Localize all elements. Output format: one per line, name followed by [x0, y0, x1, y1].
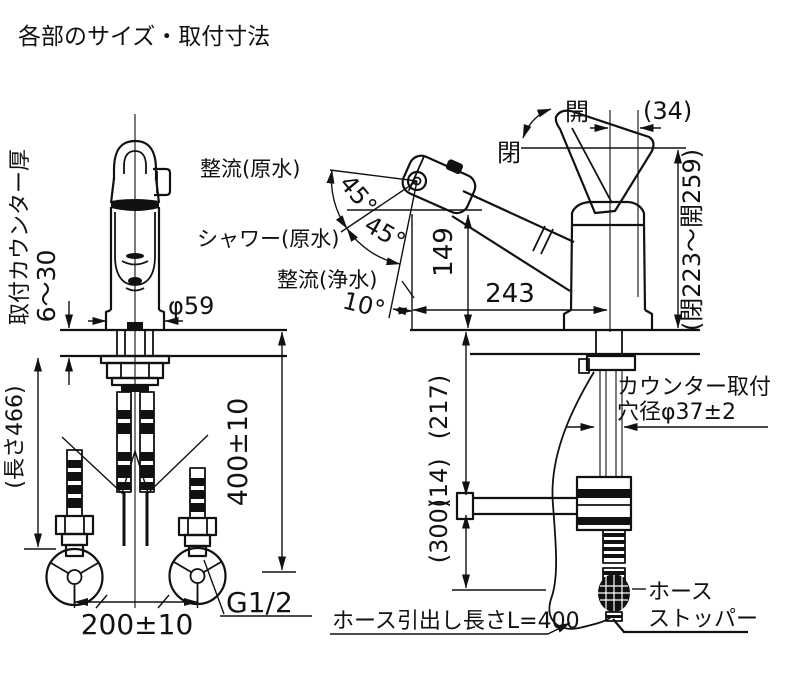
label-lever-open: 開 [565, 98, 589, 126]
spray-head [401, 154, 477, 215]
dim-under-counter-2: (14) [425, 458, 453, 507]
label-counter-thickness: 取付カウンター厚 [8, 149, 33, 325]
floor-line [612, 618, 748, 634]
label-thread-size: G1/2 [226, 586, 293, 619]
side-view-dimensions: 開 閉 (34) (閉223〜開259) カウンター取付 穴径φ37±2 (21… [330, 97, 771, 635]
dim-lever-height-range: (閉223〜開259) [678, 149, 706, 331]
label-stream-purified: 整流(浄水) [277, 268, 377, 292]
spout-pivot-screw [406, 170, 428, 192]
dim-angle-tilt: 10° [340, 287, 388, 324]
page-title: 各部のサイズ・取付寸法 [18, 24, 270, 50]
front-view-dimensions: 取付カウンター厚 6〜30 φ59 (長さ466) 400±10 G1/2 20… [3, 149, 312, 641]
label-hose-pull-length: ホース引出し長さL=400 [332, 609, 580, 634]
dim-lever-travel: (34) [643, 97, 692, 125]
label-stream-raw: 整流(原水) [200, 157, 300, 181]
dim-install-height: 400±10 [223, 398, 254, 507]
spout-angle-callouts: 整流(原水) シャワー(原水) 整流(浄水) 45° 45° 10° 149 2… [197, 157, 608, 330]
hose-connector-block [455, 475, 633, 532]
dim-valve-spacing: 200±10 [81, 608, 194, 641]
side-view-drawing [401, 109, 748, 634]
dim-spout-height: 149 [429, 227, 459, 277]
dim-counter-thickness-value: 6〜30 [32, 250, 61, 323]
dim-base-diameter: φ59 [168, 292, 214, 320]
break-lines [61, 434, 209, 495]
label-hose-stopper-2: ストッパー [648, 607, 758, 632]
stop-valve-right [168, 467, 227, 606]
pullout-hose [548, 371, 613, 630]
label-counter-hole-1: カウンター取付 [617, 375, 771, 400]
dim-under-counter-3: (300) [425, 499, 453, 564]
dim-under-counter-1: (217) [425, 375, 453, 440]
counter-line-front [60, 328, 287, 358]
label-counter-hole-2: 穴径φ37±2 [617, 400, 736, 425]
dim-spout-reach: 243 [485, 279, 535, 309]
lever-handle [554, 109, 655, 215]
stop-valve-left [45, 449, 104, 607]
label-shower-raw: シャワー(原水) [197, 227, 339, 251]
label-hose-stopper-1: ホース [648, 580, 713, 605]
hose-stopper-assembly [598, 529, 630, 622]
counter-line-side [410, 328, 700, 356]
dim-hose-length: (長さ466) [3, 385, 28, 488]
front-view-drawing [45, 114, 287, 608]
label-lever-close: 閉 [497, 139, 521, 167]
